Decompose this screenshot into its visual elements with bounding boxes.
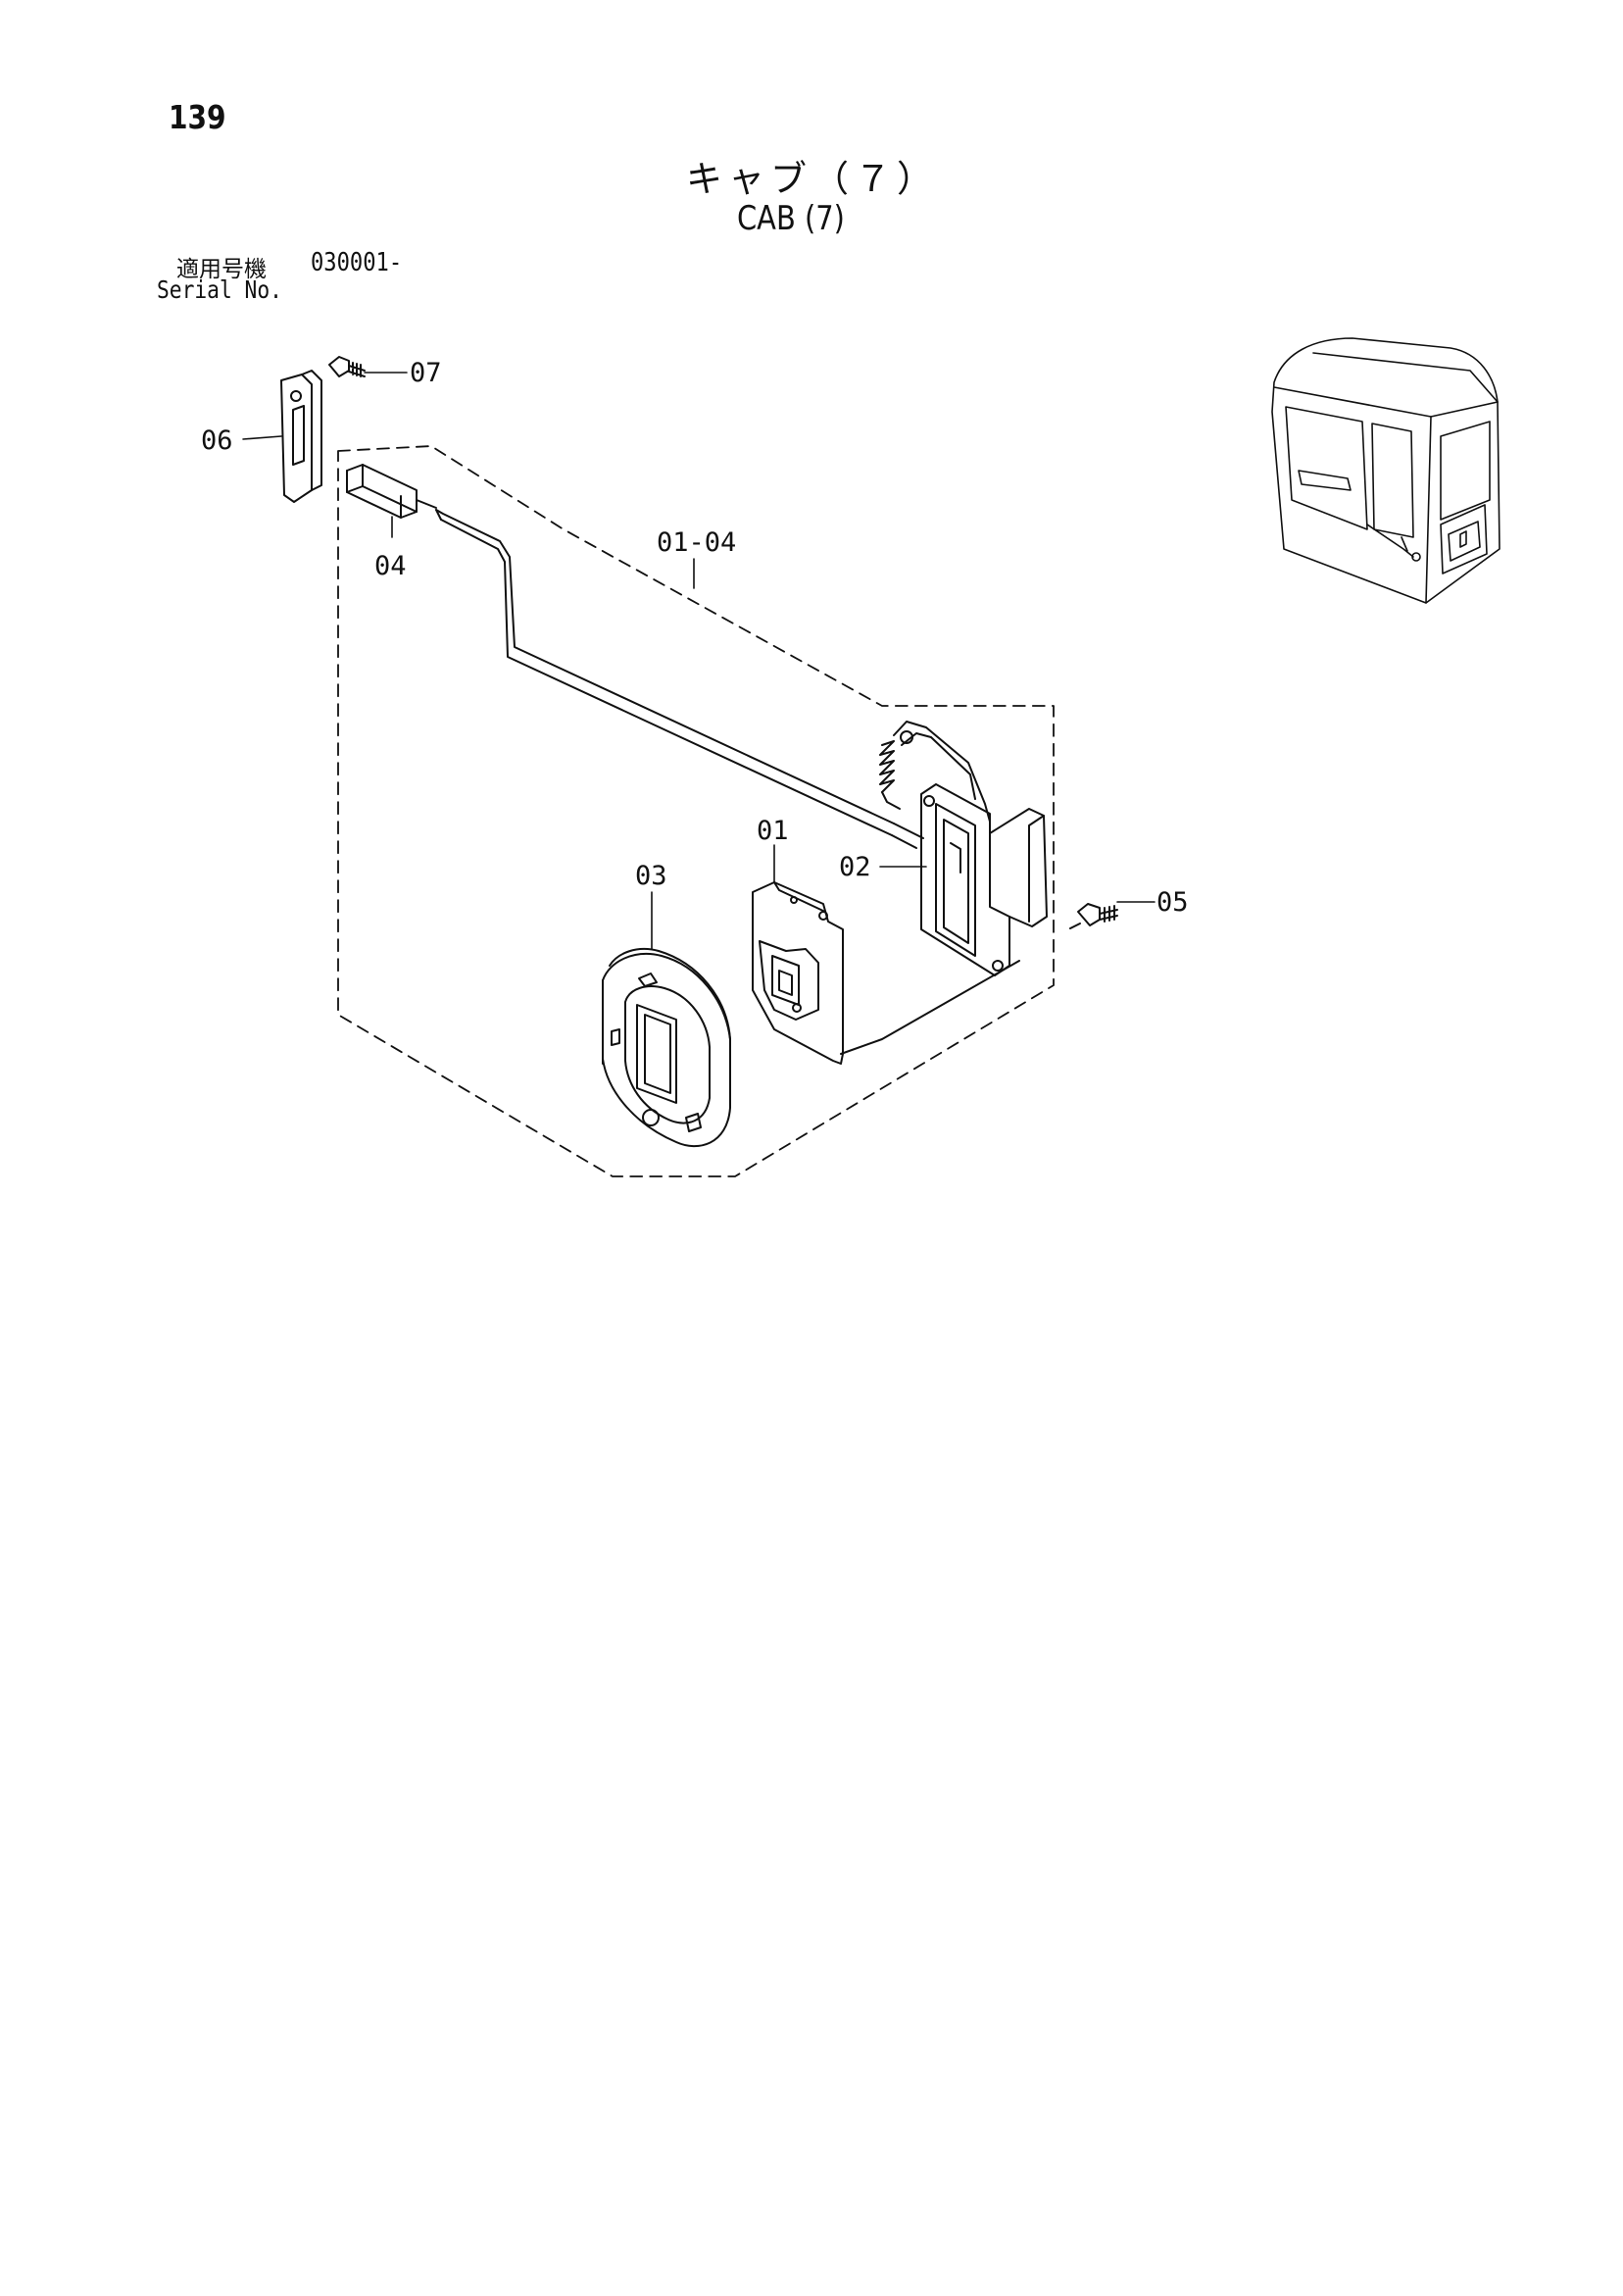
part-bracket bbox=[893, 721, 991, 823]
leader-lines bbox=[242, 372, 1156, 950]
cab-overview-inset bbox=[1271, 337, 1500, 604]
callout-07: 07 bbox=[410, 358, 442, 388]
part-rod-linkage bbox=[435, 509, 924, 849]
page-title-japanese: キャブ（７） bbox=[686, 158, 939, 200]
callout-02: 02 bbox=[839, 852, 871, 882]
part-02-lock-case bbox=[920, 783, 1048, 976]
callout-01: 01 bbox=[757, 816, 789, 846]
part-07-screw bbox=[328, 356, 366, 377]
part-04-connector bbox=[346, 464, 437, 519]
callout-04: 04 bbox=[374, 551, 407, 581]
serial-label-japanese: 適用号機 bbox=[176, 257, 267, 282]
part-06-handle bbox=[280, 370, 322, 503]
callout-labels: 07 06 04 01-04 01 02 03 05 bbox=[201, 358, 1189, 918]
part-05-screw bbox=[1069, 903, 1118, 929]
serial-label-english: Serial No. bbox=[157, 275, 282, 304]
page-number: 139 bbox=[169, 98, 226, 136]
part-01-latch bbox=[752, 881, 1020, 1065]
assembly-boundary bbox=[337, 445, 1055, 1177]
part-spring bbox=[879, 740, 901, 810]
callout-03: 03 bbox=[635, 861, 667, 891]
serial-range: 030001- bbox=[311, 248, 403, 277]
callout-05: 05 bbox=[1156, 887, 1189, 918]
part-03-escutcheon bbox=[602, 947, 731, 1148]
callout-06: 06 bbox=[201, 425, 233, 456]
page-title-english: CAB (7) bbox=[737, 199, 845, 238]
callout-01-04: 01-04 bbox=[657, 527, 736, 558]
